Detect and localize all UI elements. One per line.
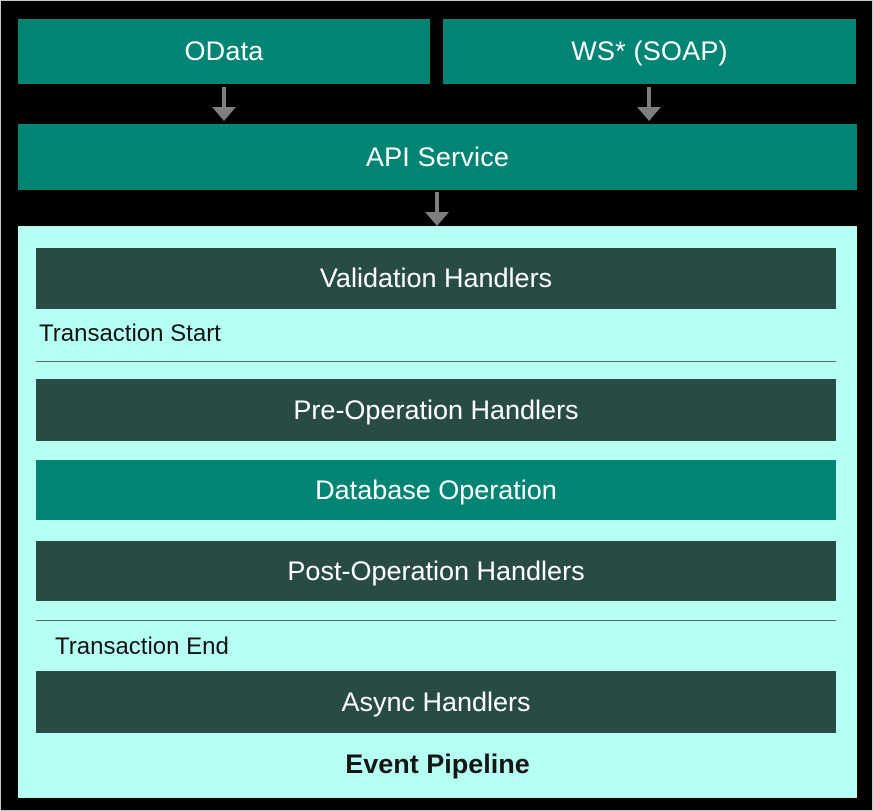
- transaction-start-divider: [36, 361, 836, 362]
- stage-database-operation-label: Database Operation: [315, 474, 557, 505]
- arrow-stem: [435, 192, 439, 212]
- event-pipeline-title: Event Pipeline: [345, 749, 530, 779]
- node-odata-label: OData: [184, 36, 264, 66]
- stage-database-operation: Database Operation: [36, 460, 836, 520]
- stage-pre-operation-handlers: Pre-Operation Handlers: [36, 379, 836, 441]
- stage-validation-handlers: Validation Handlers: [36, 248, 836, 309]
- node-ws-soap: WS* (SOAP): [443, 19, 856, 84]
- arrow-head: [212, 107, 236, 121]
- transaction-end-label: Transaction End: [55, 633, 229, 660]
- stage-async-handlers-label: Async Handlers: [341, 686, 531, 717]
- node-odata: OData: [18, 19, 430, 84]
- stage-post-operation-handlers-label: Post-Operation Handlers: [287, 555, 585, 586]
- transaction-end-divider: [36, 620, 836, 621]
- down-arrow-icon: [212, 87, 236, 121]
- arrow-stem: [647, 87, 651, 107]
- arrow-stem: [222, 87, 226, 107]
- stage-async-handlers: Async Handlers: [36, 671, 836, 733]
- transaction-start-label: Transaction Start: [39, 320, 221, 347]
- down-arrow-icon: [425, 192, 449, 226]
- node-api-service: API Service: [18, 124, 857, 190]
- node-ws-soap-label: WS* (SOAP): [571, 36, 728, 66]
- stage-validation-handlers-label: Validation Handlers: [319, 263, 553, 293]
- down-arrow-icon: [637, 87, 661, 121]
- stage-pre-operation-handlers-label: Pre-Operation Handlers: [293, 394, 579, 425]
- node-api-service-label: API Service: [365, 141, 510, 172]
- event-pipeline-container: Validation Handlers Transaction Start Pr…: [18, 226, 857, 798]
- arrow-head: [425, 212, 449, 226]
- arrow-head: [637, 107, 661, 121]
- stage-post-operation-handlers: Post-Operation Handlers: [36, 541, 836, 601]
